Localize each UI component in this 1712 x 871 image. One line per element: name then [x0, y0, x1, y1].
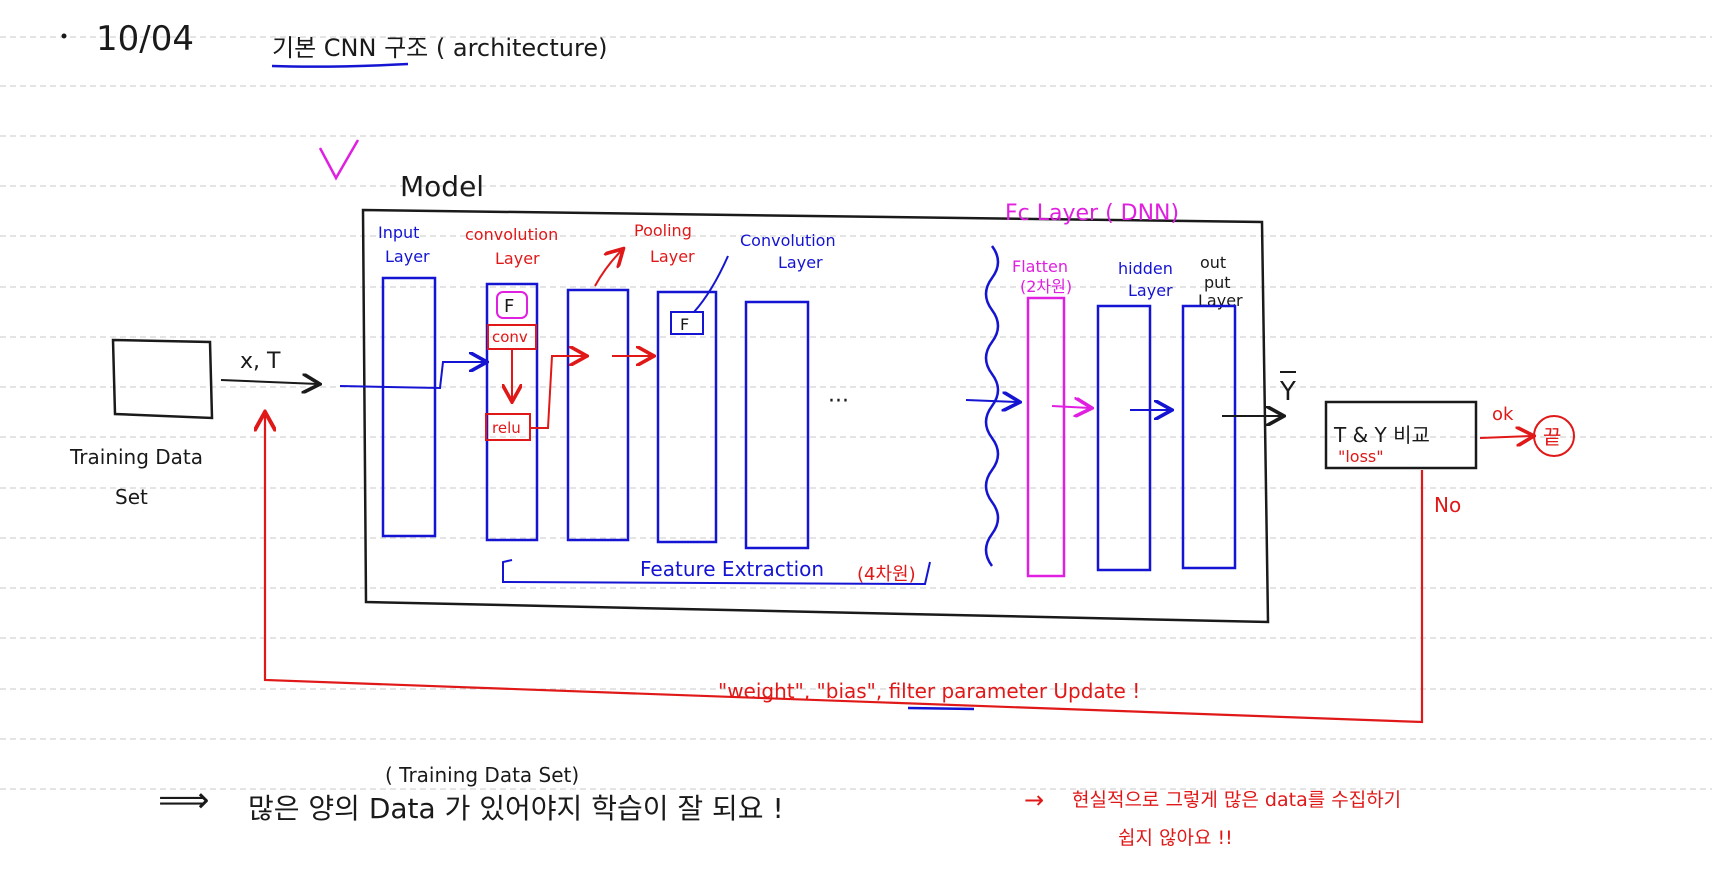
extra-conv-layer-column	[744, 300, 810, 550]
conclusion-training-note: ( Training Data Set)	[385, 763, 579, 787]
loss-label: "loss"	[1338, 447, 1384, 466]
model-arrows	[339, 250, 1282, 429]
conclusion-arrow: ⟹	[158, 780, 210, 821]
compare-box	[1324, 400, 1478, 470]
training-data-arrow	[220, 380, 318, 384]
note-title: 기본 CNN 구조 ( architecture)	[272, 34, 607, 62]
y-hat-symbol: Y	[1279, 377, 1296, 407]
training-arrow-label: x, T	[240, 349, 281, 374]
feedback-loop-line	[265, 414, 1424, 724]
ok-arrow	[1479, 436, 1532, 438]
ruled-lines	[0, 36, 1712, 790]
input-layer-column	[381, 276, 437, 538]
conclusion-main: 많은 양의 Data 가 있어야지 학습이 잘 되요 !	[248, 792, 784, 825]
wavy-divider	[984, 245, 1000, 567]
filter-box-label: F	[504, 296, 514, 317]
training-data-box	[111, 338, 214, 420]
feature-extraction-label: Feature Extraction	[640, 557, 824, 581]
conclusion-red-line-1: 현실적으로 그렇게 많은 data를 수집하기	[1072, 789, 1401, 811]
conv1-layer-column	[485, 282, 539, 542]
flatten-to-hidden-arrow	[1051, 406, 1090, 408]
pool-label-arrow	[594, 250, 622, 287]
conv1-layer-label-1: convolution	[465, 225, 558, 244]
end-label: 끝	[1543, 425, 1561, 449]
conv2-layer-label-2: Layer	[778, 253, 823, 272]
pooling-layer-label-1: Pooling	[634, 221, 692, 240]
relu-to-pool-arrow	[530, 356, 585, 429]
pool-filter-box	[670, 311, 704, 335]
output-layer-column	[1181, 304, 1237, 570]
conclusion-red-arrow: →	[1024, 786, 1044, 814]
conclusion-red-line-2: 쉽지 않아요 !!	[1118, 827, 1233, 849]
layer-labels: Input Layer convolution Layer Pooling La…	[378, 221, 1243, 310]
conv2-layer-label-1: Convolution	[740, 231, 836, 250]
pooling-layer-label-2: Layer	[650, 247, 695, 266]
feature-extraction-dim: (4차원)	[857, 564, 916, 585]
model-frame	[361, 208, 1270, 624]
end-circle	[1533, 415, 1575, 457]
no-label: No	[1434, 493, 1461, 517]
training-data-caption-1: Training Data	[69, 445, 203, 469]
conv2-layer-column	[656, 290, 718, 544]
title-underline	[271, 62, 409, 68]
compare-text: T & Y 비교	[1333, 423, 1430, 447]
check-icon	[318, 139, 360, 181]
layer-columns	[381, 276, 1237, 578]
filter-box	[496, 291, 528, 319]
pooling-layer-column	[566, 288, 630, 542]
conv-box	[487, 324, 537, 350]
note-date: 10/04	[96, 19, 194, 59]
ellipsis: ···	[828, 389, 849, 414]
hidden-layer-column	[1096, 304, 1152, 572]
hidden-layer-label-1: hidden	[1118, 259, 1173, 278]
output-layer-label-2: put	[1204, 273, 1231, 292]
fc-layer-label: Fc Layer ( DNN)	[1005, 201, 1179, 226]
input-layer-label-1: Input	[378, 223, 419, 242]
input-layer-label-2: Layer	[385, 247, 430, 266]
model-label: Model	[400, 170, 484, 203]
conv-box-label: conv	[492, 328, 528, 346]
input-entry-arrow	[339, 362, 485, 390]
training-data-caption-2: Set	[115, 485, 148, 509]
hidden-layer-label-2: Layer	[1128, 281, 1173, 300]
feature-extraction-bracket	[502, 559, 931, 586]
conv1-layer-label-2: Layer	[495, 249, 540, 268]
ok-label: ok	[1492, 404, 1514, 425]
flatten-layer-label-1: Flatten	[1012, 257, 1068, 276]
ellipsis-to-flatten-arrow	[965, 400, 1018, 402]
update-note: "weight", "bias", filter parameter Updat…	[718, 679, 1140, 703]
output-layer-label-1: out	[1200, 253, 1226, 272]
pool-filter-label: F	[680, 315, 689, 334]
filter-underline	[907, 706, 975, 711]
conv2-label-pointer	[693, 255, 729, 313]
bullet-dot	[61, 33, 67, 39]
relu-box-label: relu	[492, 419, 521, 437]
flatten-layer-column	[1026, 296, 1066, 578]
flatten-layer-label-2: (2차원)	[1020, 277, 1072, 296]
